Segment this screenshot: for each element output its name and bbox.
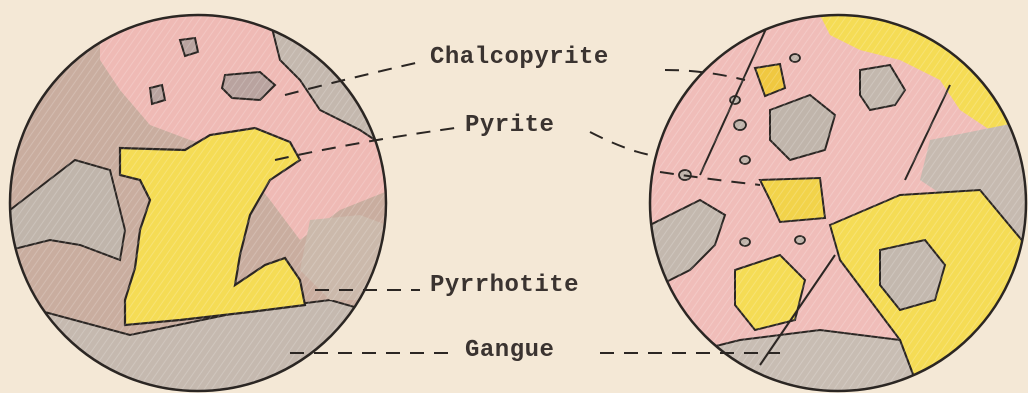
label-chalcopyrite: Chalcopyrite (430, 44, 609, 71)
label-pyrrhotite: Pyrrhotite (430, 272, 579, 299)
right-section (640, 0, 1028, 393)
left-section (0, 0, 400, 393)
leader-pyrite-right (590, 132, 650, 155)
label-pyrite: Pyrite (465, 112, 554, 139)
label-gangue: Gangue (465, 337, 554, 364)
